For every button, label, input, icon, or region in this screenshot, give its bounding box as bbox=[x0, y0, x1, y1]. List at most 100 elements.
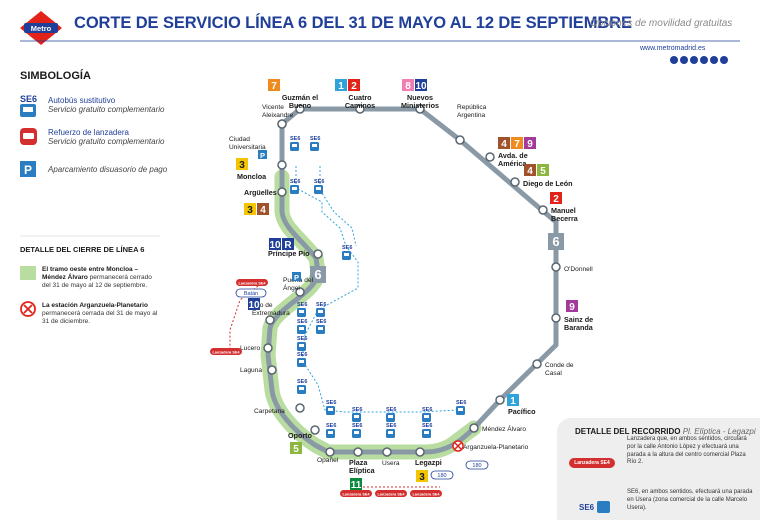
se6-bus-stop-icon[interactable]: SE6 bbox=[352, 407, 362, 422]
station-marker[interactable] bbox=[538, 205, 548, 215]
lanzadera-badge[interactable]: Lanzadera SE4 bbox=[340, 490, 372, 497]
se6-bus-stop-icon[interactable]: SE6 bbox=[297, 379, 307, 394]
station-marker[interactable] bbox=[295, 403, 305, 413]
station-marker[interactable] bbox=[510, 177, 520, 187]
parking-icon: P bbox=[258, 150, 267, 160]
station[interactable]: Pacífico bbox=[495, 395, 536, 416]
station[interactable]: Príncipe Pío bbox=[268, 249, 323, 259]
svg-text:SE6: SE6 bbox=[314, 179, 324, 185]
se6-bus-stop-icon[interactable]: SE6 bbox=[386, 423, 396, 438]
station-marker[interactable] bbox=[263, 343, 273, 353]
station-marker[interactable] bbox=[532, 359, 542, 369]
website-link[interactable]: www.metromadrid.es bbox=[640, 45, 706, 52]
linkedin-icon[interactable] bbox=[710, 56, 718, 64]
station-marker[interactable] bbox=[382, 447, 392, 457]
station-name: Manuel bbox=[551, 206, 576, 215]
station-marker[interactable] bbox=[325, 447, 335, 457]
se6-bus-stop-icon[interactable]: SE6 bbox=[352, 423, 362, 438]
legend-title: SIMBOLOGÍA bbox=[20, 70, 91, 82]
station-marker[interactable] bbox=[277, 160, 287, 170]
station-marker[interactable] bbox=[415, 447, 425, 457]
se6-bus-stop-icon[interactable]: SE6 bbox=[290, 179, 300, 194]
se6-bus-stop-icon[interactable]: SE6 bbox=[386, 407, 396, 422]
se6-bus-stop-icon[interactable]: SE6 bbox=[290, 136, 300, 151]
x-icon[interactable] bbox=[690, 56, 698, 64]
station-marker[interactable] bbox=[355, 104, 365, 114]
station[interactable]: Arganzuela-Planetario bbox=[453, 441, 529, 451]
station-marker[interactable] bbox=[353, 447, 363, 457]
station-marker[interactable] bbox=[310, 425, 320, 435]
station-marker[interactable] bbox=[455, 135, 465, 145]
station-marker[interactable] bbox=[277, 119, 287, 129]
se6-bus-stop-icon[interactable]: SE6 bbox=[342, 245, 352, 260]
se6-bus-stop-icon[interactable]: SE6 bbox=[456, 400, 466, 415]
station-marker[interactable] bbox=[415, 104, 425, 114]
station[interactable]: Legazpi bbox=[415, 447, 442, 467]
se6-bus-stop-icon[interactable]: SE6 bbox=[310, 136, 320, 151]
se6-bus-stop-icon[interactable]: SE6 bbox=[422, 423, 432, 438]
se6-panel-badge: SE6 bbox=[579, 503, 595, 512]
se6-bus-stop-icon[interactable]: SE6 bbox=[314, 179, 324, 194]
station[interactable]: Argüelles bbox=[244, 187, 287, 197]
se6-bus-stop-icon[interactable]: SE6 bbox=[297, 336, 307, 351]
spotify-icon[interactable] bbox=[720, 56, 728, 64]
facebook-icon[interactable] bbox=[670, 56, 678, 64]
lanzadera-badge[interactable]: Lanzadera SE4 bbox=[410, 490, 442, 497]
station[interactable]: O'Donnell bbox=[551, 262, 593, 273]
se6-bus-stop-icon[interactable]: SE6 bbox=[297, 319, 307, 334]
lanzadera-badge[interactable]: Lanzadera SE4 bbox=[210, 348, 242, 355]
se6-panel-bus-icon bbox=[597, 501, 610, 513]
station[interactable]: Diego de León bbox=[510, 177, 573, 188]
metro-logo-text: Metro bbox=[31, 24, 52, 33]
svg-text:1: 1 bbox=[338, 81, 344, 92]
station[interactable]: Opañel bbox=[317, 447, 339, 464]
station[interactable]: Oporto bbox=[288, 425, 320, 440]
se6-bus-stop-icon[interactable]: SE6 bbox=[316, 302, 326, 317]
station-marker[interactable] bbox=[469, 423, 479, 433]
lanzadera-badge[interactable]: Lanzadera SE4 bbox=[236, 279, 268, 286]
station[interactable]: Lucero bbox=[240, 343, 273, 353]
se6-bus-stop-icon[interactable]: SE6 bbox=[326, 400, 336, 415]
station[interactable]: Moncloa bbox=[237, 160, 287, 181]
station-marker[interactable] bbox=[551, 262, 561, 272]
station-marker[interactable] bbox=[267, 365, 277, 375]
station[interactable]: Laguna bbox=[240, 365, 277, 375]
se6-bus-stop-icon[interactable]: SE6 bbox=[422, 407, 432, 422]
station-marker[interactable] bbox=[551, 313, 561, 323]
youtube-icon[interactable] bbox=[700, 56, 708, 64]
se6-bus-stop-icon[interactable]: SE6 bbox=[316, 319, 326, 334]
station-marker[interactable] bbox=[277, 187, 287, 197]
svg-text:2: 2 bbox=[553, 194, 559, 205]
station-marker[interactable] bbox=[265, 315, 275, 325]
line-9-badge: 9 bbox=[524, 137, 536, 150]
station[interactable]: Carpetana bbox=[254, 403, 305, 415]
bus-180-label: 180 bbox=[465, 460, 489, 470]
se6-bus-stop-icon[interactable]: SE6 bbox=[326, 423, 336, 438]
station-marker[interactable] bbox=[495, 395, 505, 405]
station-name: Carpetana bbox=[254, 408, 285, 415]
station-marker[interactable] bbox=[313, 249, 323, 259]
station-marker[interactable] bbox=[295, 287, 305, 297]
lanzadera-badge[interactable]: Lanzadera SE4 bbox=[375, 490, 407, 497]
station-marker[interactable] bbox=[295, 104, 305, 114]
instagram-icon[interactable] bbox=[680, 56, 688, 64]
se6-bus-stop-icon[interactable]: SE6 bbox=[297, 302, 307, 317]
station-marker[interactable] bbox=[485, 152, 495, 162]
station[interactable]: Usera bbox=[382, 447, 400, 467]
se6-bus-stop-icon[interactable]: SE6 bbox=[297, 352, 307, 367]
line-4-badge: 4 bbox=[524, 164, 536, 177]
station[interactable]: Méndez Álvaro bbox=[469, 423, 526, 433]
